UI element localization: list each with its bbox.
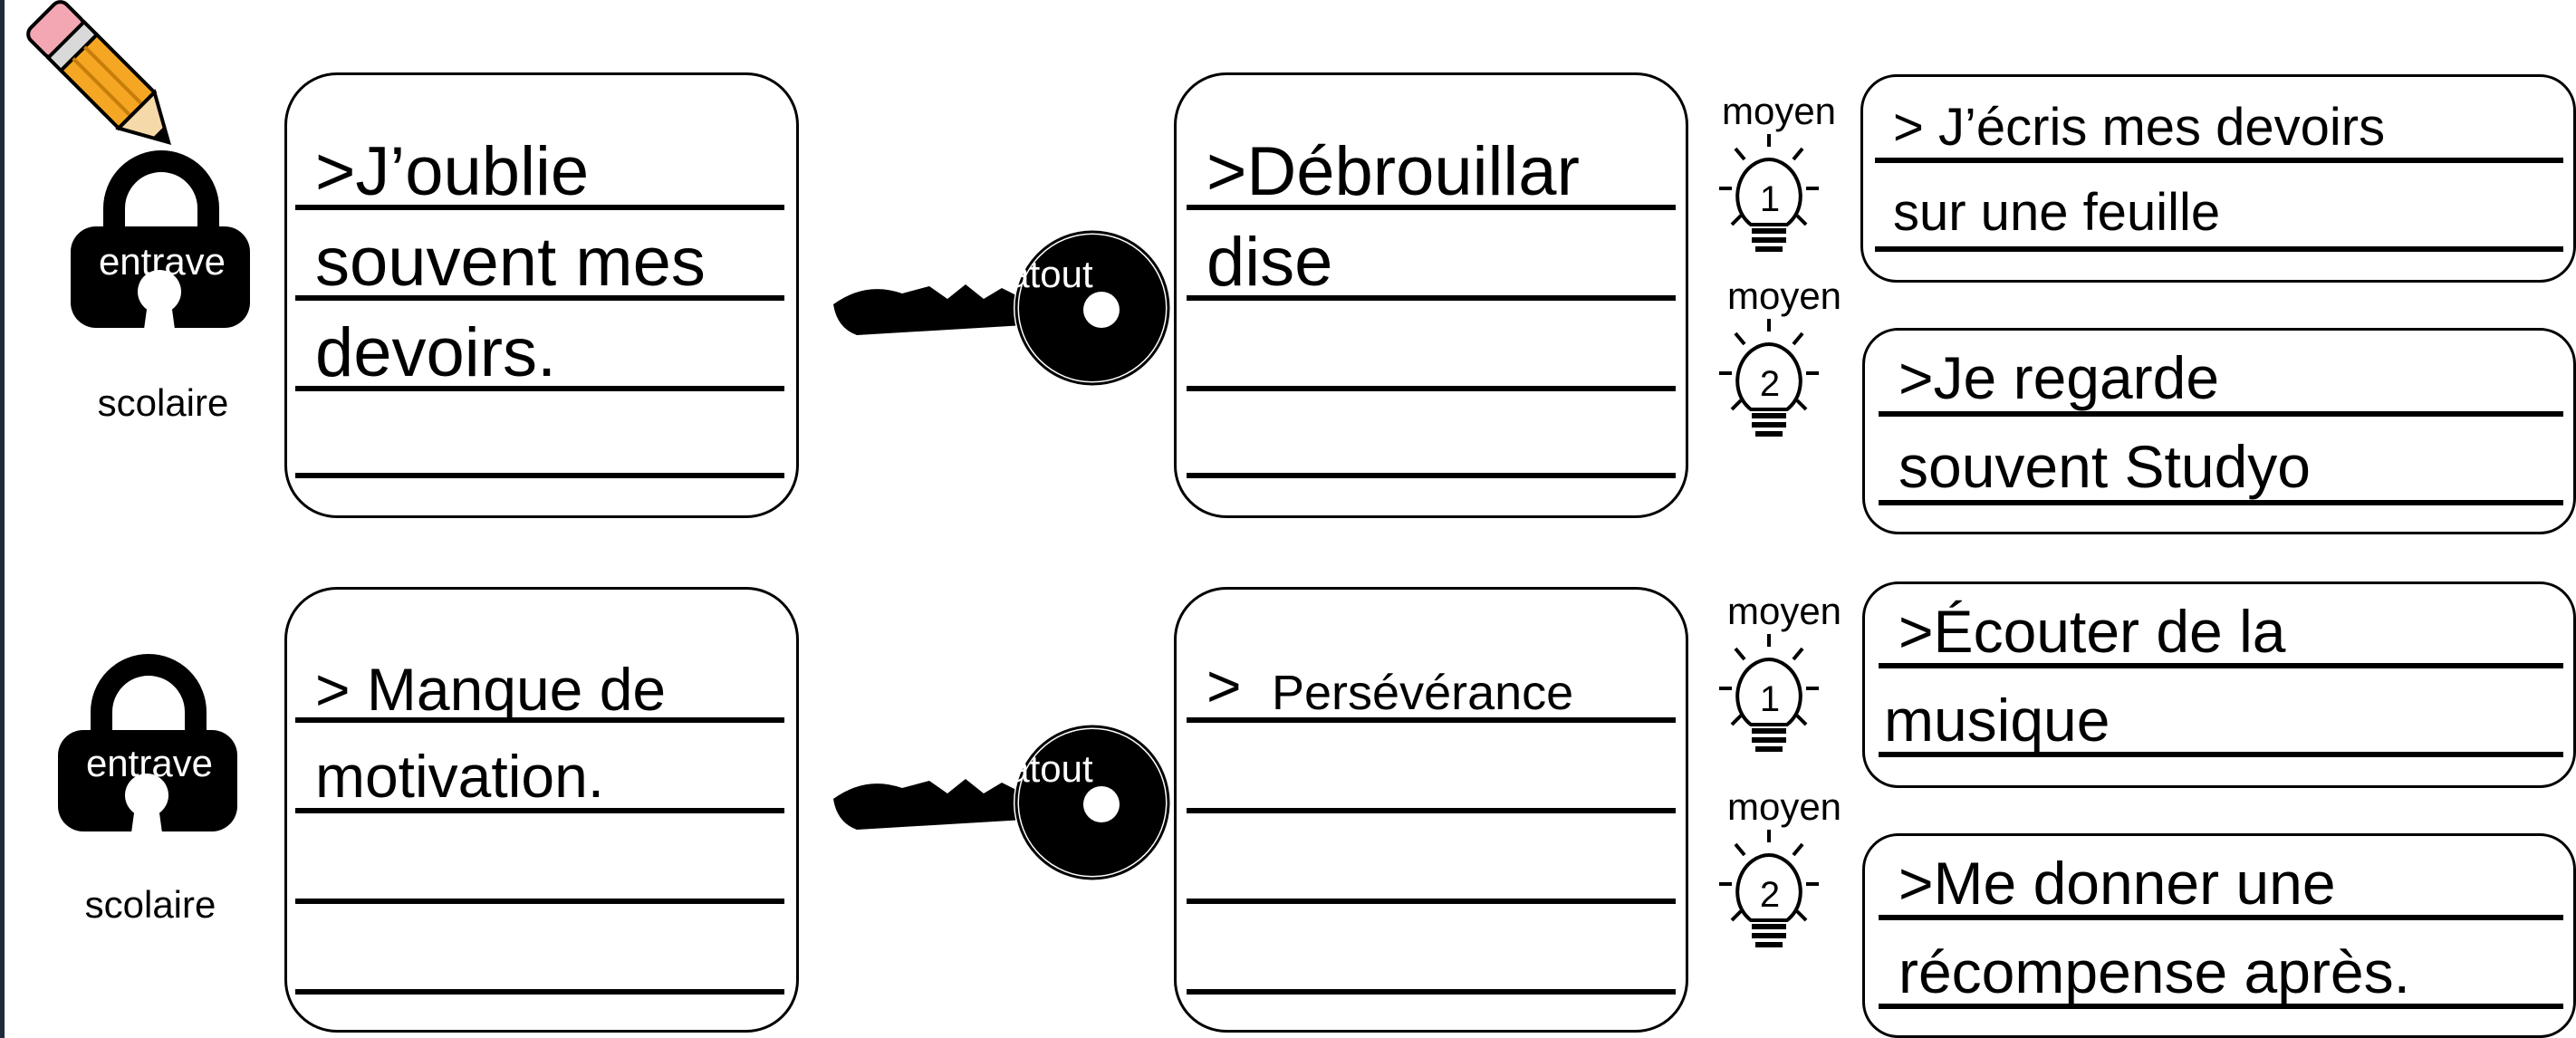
writing-line [1879,1004,2563,1009]
writing-line [1879,752,2563,757]
moyen-text: > J’écris mes devoirs [1893,98,2386,157]
writing-line [1879,915,2563,920]
lock-icon [71,150,250,362]
key-icon [833,229,1171,387]
moyen-text: >Me donner une [1898,850,2336,917]
entrave-text: devoirs. [315,314,557,391]
writing-line [1187,989,1676,995]
scolaire-label: scolaire [84,883,216,926]
writing-line [295,205,784,210]
writing-line [1187,899,1676,904]
lightbulb-icon [1719,134,1819,252]
atout-text: Persévérance [1272,666,1574,720]
writing-line [1879,411,2563,417]
key-icon [833,724,1171,881]
atout-text: dise [1206,224,1333,301]
writing-line [1187,717,1676,723]
writing-line [295,989,784,995]
entrave-text: > Manque de [315,656,667,723]
lightbulb-icon [1719,319,1819,437]
entrave-label: entrave [85,742,214,784]
writing-line [295,473,784,478]
scolaire-label: scolaire [97,381,229,424]
lightbulb-icon [1719,634,1819,752]
writing-line [1879,500,2563,505]
moyen-label: moyen [1721,90,1837,132]
writing-line [295,386,784,391]
writing-line [1187,205,1676,210]
moyen-text: >Je regarde [1898,344,2220,411]
entrave-text: motivation. [315,743,605,810]
window-left-edge [0,0,5,1038]
writing-line [1187,386,1676,391]
moyen-number: 1 [1759,679,1781,719]
writing-line [1187,808,1676,813]
writing-line [295,295,784,301]
atout-label: atout [1008,747,1093,790]
entrave-text: >J’oublie [315,133,590,210]
atout-label: atout [1008,253,1093,295]
pencil-icon [26,0,172,146]
moyen-text: souvent Studyo [1898,433,2311,500]
moyen-number: 2 [1759,364,1781,404]
moyen-label: moyen [1726,590,1842,632]
writing-line [1187,295,1676,301]
writing-line [295,899,784,904]
moyen-text: sur une feuille [1893,183,2221,242]
moyen-text: musique [1884,687,2110,754]
atout-prefix: > [1206,652,1242,719]
entrave-label: entrave [98,240,226,283]
writing-line [1875,158,2563,163]
writing-line [1879,663,2563,668]
entrave-text: souvent mes [315,224,706,301]
writing-line [1875,246,2563,252]
moyen-label: moyen [1726,785,1842,828]
moyen-label: moyen [1726,274,1842,317]
atout-text: >Débrouillar [1206,133,1580,210]
lock-icon [58,654,237,866]
moyen-number: 1 [1759,179,1781,219]
lightbulb-icon [1719,830,1819,947]
writing-line [295,717,784,723]
moyen-number: 2 [1759,875,1781,915]
writing-line [1187,473,1676,478]
writing-line [295,808,784,813]
moyen-text: >Écouter de la [1898,598,2286,665]
moyen-text: récompense après. [1898,938,2410,1005]
